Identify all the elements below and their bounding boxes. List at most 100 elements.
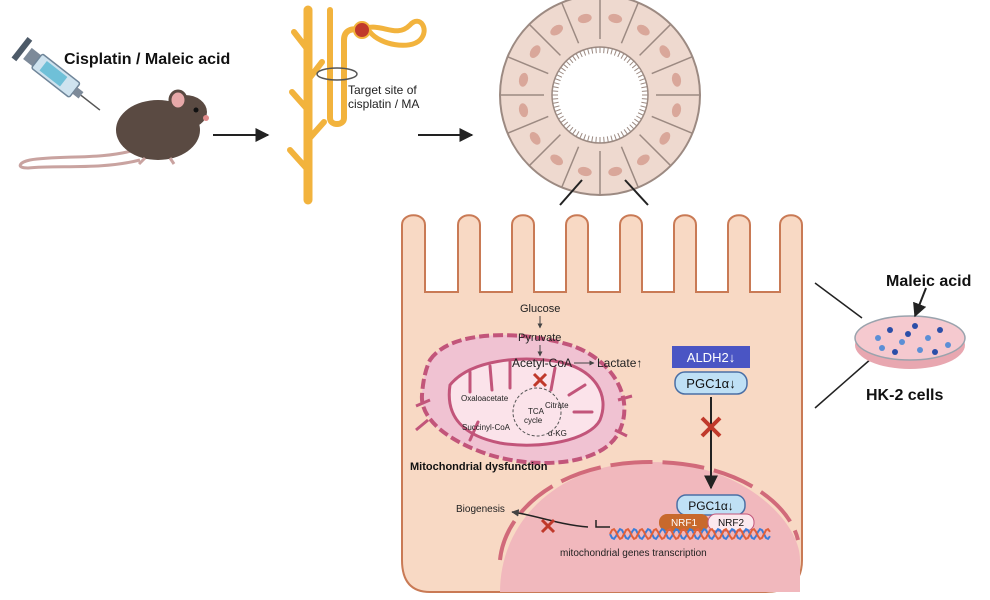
tubule-microvillus [583, 134, 587, 141]
tubule-cell-border [561, 146, 580, 188]
tubule-cell-border [620, 146, 639, 188]
tubule-microvillus [640, 82, 647, 85]
tubule-microvillus [631, 63, 638, 69]
tubule-microvillus [562, 63, 569, 69]
tubule-cell-border [561, 2, 580, 44]
tubule-microvillus [636, 115, 642, 120]
tubule-microvillus [553, 105, 560, 108]
arrow-transcription-up [595, 520, 610, 528]
tubule-microvillus [595, 47, 597, 54]
dish-cell-dot [937, 327, 943, 333]
tubule-microvillus [613, 134, 617, 141]
dish-cell-dot [905, 331, 911, 337]
dish-cell-dot [899, 339, 905, 345]
tubule-microvillus [620, 131, 625, 137]
pgc1a-box-top: PGC1α↓ [674, 371, 748, 395]
maleic-acid-label: Maleic acid [886, 273, 971, 290]
tubule-microvillus [629, 124, 635, 130]
tubule-cell-nucleus [659, 131, 671, 145]
glucose-label: Glucose [520, 303, 560, 315]
tubule-microvillus [634, 67, 640, 72]
tubule-microvillus [579, 132, 583, 139]
tubule-microvillus [641, 101, 648, 104]
tubule-microvillus [641, 98, 648, 100]
tubule-microvillus [617, 132, 621, 139]
tubule-microvillus [606, 136, 609, 143]
tubule-cell-nucleus [550, 154, 564, 166]
tubule-cell-nucleus [577, 166, 592, 177]
zoom-line-left [559, 179, 583, 206]
tubule-microvillus [640, 105, 647, 108]
tubule-microvillus [565, 60, 571, 66]
dish-cell-dot [887, 327, 893, 333]
tubule-microvillus [623, 129, 628, 135]
tubule-cell-border [651, 115, 693, 134]
tubule-microvillus [631, 121, 638, 127]
tubule-microvillus [568, 126, 574, 133]
pgc1a-nucleus-text: PGC1α↓ [688, 499, 734, 513]
tubule-cell-border [651, 56, 693, 75]
injection-label: Cisplatin / Maleic acid [64, 51, 230, 68]
tubule-microvillus [591, 136, 594, 143]
dish-cell-dot [917, 347, 923, 353]
tubule-microvillus [572, 129, 577, 135]
tubule-microvillus [552, 101, 559, 104]
dish-cell-dot [879, 345, 885, 351]
dna-strand-orange [609, 527, 771, 541]
tubule-cell-nucleus [636, 24, 650, 36]
tubule-cell-nucleus [671, 72, 682, 87]
mitochondrion [415, 333, 633, 465]
tubule-microvillus [610, 135, 613, 142]
tca-label-line2: cycle [524, 416, 543, 425]
tubule-microvillus [565, 124, 571, 130]
pyruvate-label: Pyruvate [518, 332, 561, 344]
tubule-cell-border [507, 115, 549, 134]
tubule-microvillus [554, 78, 561, 82]
tubule-cell-border [639, 23, 672, 56]
mito-dysfunction-label: Mitochondrial dysfunction [410, 461, 548, 473]
tubule-microvillus [558, 70, 564, 75]
nrf1-box: NRF1 [659, 514, 709, 531]
tubule-microvillus [579, 51, 583, 58]
tubule-microvillus [603, 47, 605, 54]
tubule-microvillus [558, 115, 564, 120]
tubule-microvillus [552, 90, 559, 92]
aldh2-box: ALDH2↓ [672, 346, 750, 368]
tubule-cell-border [620, 2, 639, 44]
tubule-cross-section-icon [499, 0, 701, 196]
tubule-cell-border [528, 134, 561, 167]
tubule-microvillus [572, 55, 577, 61]
nrf2-text: NRF2 [718, 518, 745, 529]
tubule-cell-nucleus [659, 45, 671, 59]
tubule-microvillus [556, 74, 563, 78]
tubule-microvillus [587, 48, 590, 55]
nrf1-text: NRF1 [671, 518, 698, 529]
tubule-microvillus [620, 53, 625, 59]
mouse-icon [18, 89, 209, 170]
inhibit-mark-acetylcoa [532, 372, 548, 388]
tubule-microvillus [583, 49, 587, 56]
tubule-microvillus [560, 67, 566, 72]
tubule-cell-nucleus [518, 103, 529, 118]
tubule-microvillus [554, 108, 561, 112]
tca-label-line1: TCA [528, 407, 545, 416]
tubule-microvillus [639, 78, 646, 82]
dish-cell-dot [875, 335, 881, 341]
pgc1a-box-nucleus: PGC1α↓ [676, 494, 746, 516]
tubule-cell-nucleus [636, 154, 650, 166]
tubule-microvillus [626, 126, 632, 133]
tubule-microvillus [641, 86, 648, 89]
tubule-microvillus [591, 47, 594, 54]
tubule-microvillus [606, 47, 609, 54]
tubule-microvillus [587, 135, 590, 142]
tubule-microvillus [595, 136, 597, 143]
lactate-label: Lactate↑ [597, 356, 642, 370]
dish-cell-dot [892, 349, 898, 355]
dish-cell-dot [932, 349, 938, 355]
tubule-cell-border [507, 56, 549, 75]
arrow-to-biogenesis [511, 509, 589, 528]
tubule-microvillus [617, 51, 621, 58]
tubule-microvillus [613, 49, 617, 56]
tubule-cell-nucleus [550, 24, 564, 36]
